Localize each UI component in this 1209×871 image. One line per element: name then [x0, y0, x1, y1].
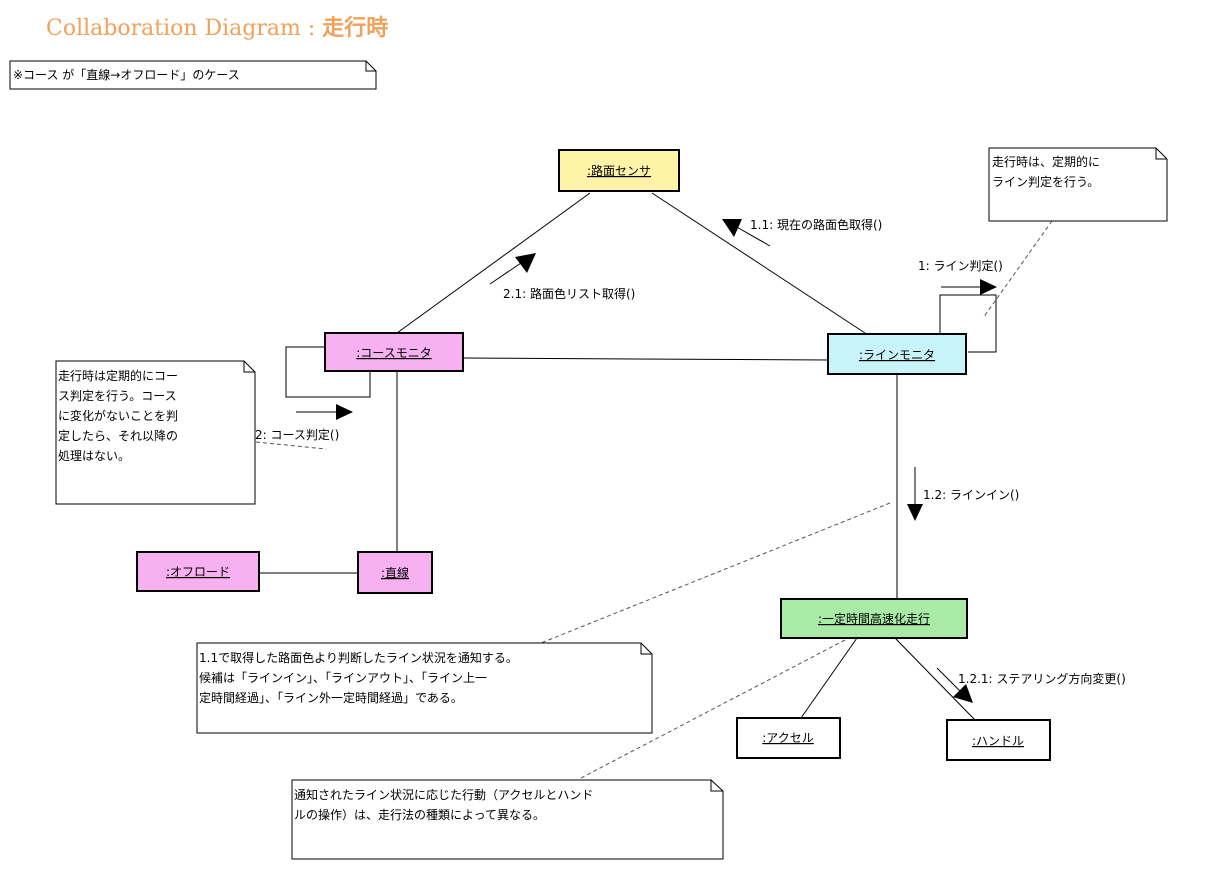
arrow-head-1-1	[722, 219, 742, 237]
link-constant-handle	[894, 637, 976, 721]
arrow-head-1	[980, 279, 997, 295]
note-course-judge-line: 処理はない。	[58, 449, 130, 463]
anchor-line-judge	[982, 220, 1053, 319]
note-action-line: 通知されたライン状況に応じた行動（アクセルとハンド	[294, 787, 593, 802]
arrow-line-2-1	[489, 260, 525, 285]
object-line-monitor[interactable]: :ラインモニタ	[827, 333, 967, 375]
title-name: 走行時	[322, 16, 389, 41]
message-arrows	[296, 219, 997, 703]
object-course-monitor-label: :コースモニタ	[356, 346, 431, 360]
message-1-1-label: 1.1: 現在の路面色取得()	[750, 217, 882, 232]
object-road-sensor-label: :路面センサ	[587, 163, 651, 178]
note-line-status-line: 1.1で取得した路面色より判断したライン状況を通知する。	[199, 650, 518, 665]
note-line-judge-line: ライン判定を行う。	[992, 174, 1099, 189]
note-action-line: ルの操作）は、走行法の種類によって異なる。	[294, 807, 545, 822]
arrow-line-1-2-1	[936, 667, 963, 694]
note-line-status-line: 候補は「ラインイン」、「ラインアウト」、「ライン上一	[199, 671, 487, 685]
object-course-monitor[interactable]: :コースモニタ	[324, 332, 464, 372]
arrow-head-2	[336, 404, 353, 420]
message-2-label: 2: コース判定()	[255, 427, 339, 442]
object-accel-label: :アクセル	[762, 731, 813, 745]
message-1-2-1-label: 1.2.1: ステアリング方向変更()	[958, 671, 1126, 686]
message-1-label: 1: ライン判定()	[918, 258, 1003, 273]
arrow-head-1-2	[907, 504, 923, 521]
anchor-course-judge	[255, 441, 327, 450]
object-line-monitor-label: :ラインモニタ	[859, 348, 935, 362]
object-straight-label: :直線	[381, 565, 409, 580]
note-course-judge-line: ス判定を行う。コース	[58, 388, 177, 403]
note-anchors	[255, 220, 1053, 779]
note-line-status: 1.1で取得した路面色より判断したライン状況を通知する。 候補は「ラインイン」、…	[196, 642, 653, 734]
object-constant-speed[interactable]: :一定時間高速化走行	[780, 598, 968, 639]
object-constant-speed-label: :一定時間高速化走行	[818, 611, 930, 626]
note-line-judge: 走行時は、定期的に ライン判定を行う。	[988, 147, 1168, 222]
title-prefix: Collaboration Diagram	[46, 16, 301, 41]
object-handle[interactable]: :ハンドル	[946, 719, 1051, 761]
case-note-text: ※コース が「直線→オフロード」のケース	[13, 67, 240, 82]
self-link-course-monitor	[285, 346, 371, 398]
message-2-1-label: 2.1: 路面色リスト取得()	[503, 286, 635, 301]
arrow-head-1-2-1	[953, 684, 973, 703]
link-sensor-course	[396, 192, 591, 334]
anchor-action	[580, 639, 846, 779]
note-line-judge-line: 走行時は、定期的に	[992, 154, 1100, 169]
note-course-judge: 走行時は定期的にコー ス判定を行う。コース に変化がないことを判 定したら、それ…	[55, 360, 256, 505]
note-action: 通知されたライン状況に応じた行動（アクセルとハンド ルの操作）は、走行法の種類に…	[291, 779, 724, 860]
note-course-judge-line: 定したら、それ以降の	[58, 428, 178, 443]
note-line-status-line: 定時間経過」、「ライン外一定時間経過」である。	[199, 690, 463, 705]
object-offroad[interactable]: :オフロード	[136, 551, 260, 592]
message-1-2-label: 1.2: ラインイン()	[923, 488, 1019, 502]
object-offroad-label: :オフロード	[166, 565, 230, 579]
case-note: ※コース が「直線→オフロード」のケース	[9, 60, 377, 90]
arrow-head-2-1	[515, 253, 536, 273]
link-sensor-line	[651, 192, 866, 334]
note-course-judge-line: に変化がないことを判	[58, 408, 178, 423]
page-title: Collaboration Diagram : 走行時	[46, 10, 388, 42]
association-links	[259, 192, 997, 721]
object-straight[interactable]: :直線	[357, 551, 433, 594]
title-separator: :	[300, 16, 323, 41]
link-course-line	[462, 357, 829, 361]
object-road-sensor[interactable]: :路面センサ	[558, 149, 680, 192]
object-handle-label: :ハンドル	[972, 734, 1024, 748]
object-accel[interactable]: :アクセル	[736, 717, 841, 759]
arrow-line-1-1	[734, 225, 771, 247]
note-course-judge-line: 走行時は定期的にコー	[58, 368, 178, 383]
link-constant-accel	[800, 637, 858, 719]
message-labels: 1.1: 現在の路面色取得() 1: ライン判定() 2.1: 路面色リスト取得…	[255, 217, 1126, 686]
